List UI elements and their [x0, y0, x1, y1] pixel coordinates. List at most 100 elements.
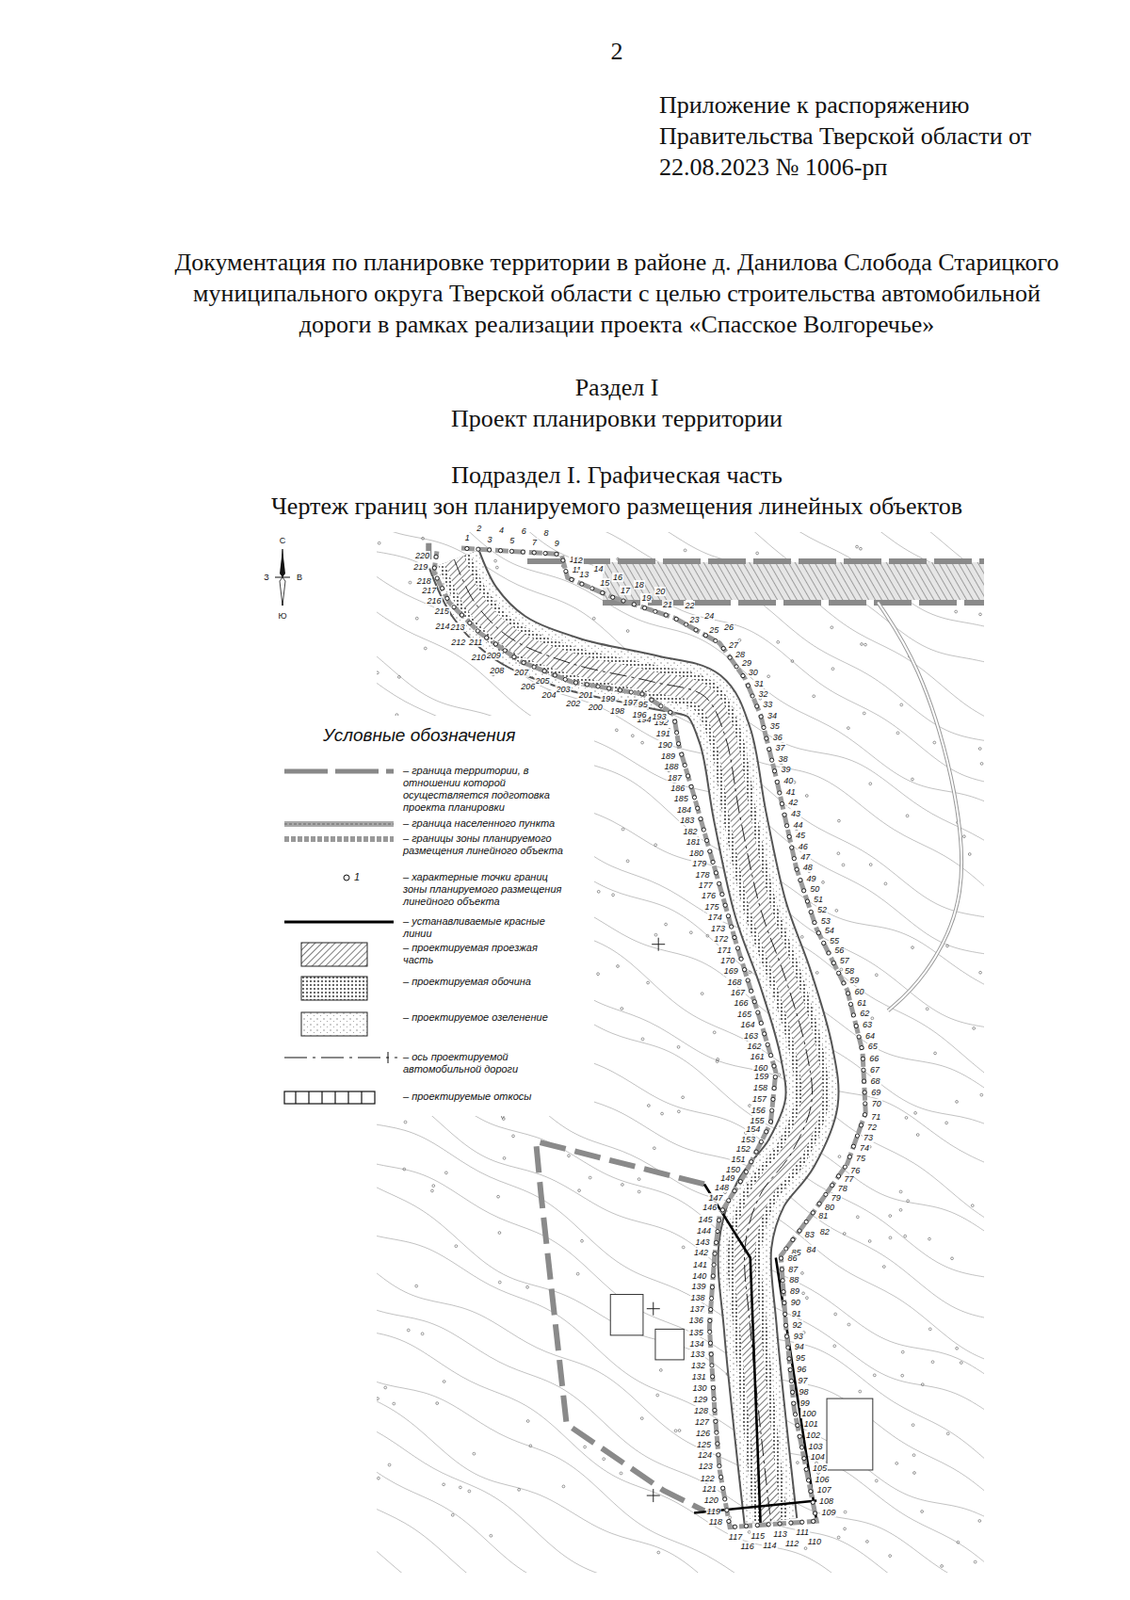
- point-marker: [727, 655, 732, 660]
- point-marker: [732, 935, 737, 939]
- survey-dot: [678, 1429, 681, 1433]
- survey-dot: [978, 1519, 982, 1523]
- survey-dot: [621, 827, 625, 831]
- point-marker: [782, 1300, 787, 1305]
- contour-line: [376, 1265, 985, 1573]
- survey-dot: [767, 675, 771, 678]
- survey-dot: [946, 944, 950, 948]
- point-number: 158: [752, 1082, 769, 1093]
- point-number: 154: [744, 1124, 761, 1134]
- territory-boundary: [535, 1141, 705, 1511]
- point-number: 16: [612, 572, 624, 582]
- survey-dot: [494, 559, 498, 563]
- survey-dot: [700, 992, 704, 996]
- point-marker: [590, 586, 595, 591]
- point-marker: [780, 1278, 785, 1283]
- point-marker: [773, 1075, 777, 1080]
- survey-dot: [904, 1234, 907, 1238]
- point-marker: [766, 1522, 771, 1527]
- survey-dot: [657, 1550, 661, 1554]
- point-number: 120: [703, 1495, 720, 1505]
- point-number: 166: [732, 998, 749, 1008]
- point-marker: [791, 1237, 795, 1242]
- swatch-fill: [301, 976, 368, 1001]
- point-marker: [659, 704, 663, 709]
- point-marker: [708, 1318, 712, 1323]
- point-number: 209: [485, 650, 502, 661]
- survey-dot: [980, 762, 984, 766]
- contour-line: [376, 1543, 985, 1573]
- point-marker: [713, 1419, 718, 1423]
- swatch-tick: [360, 1091, 362, 1104]
- swatch-line: [284, 920, 394, 924]
- point-number: 179: [691, 858, 708, 869]
- survey-dot: [920, 1510, 924, 1514]
- point-marker: [858, 1123, 863, 1128]
- point-number: 178: [694, 870, 711, 880]
- survey-dot: [659, 1369, 662, 1373]
- point-marker: [673, 719, 678, 724]
- point-marker: [806, 1478, 810, 1483]
- point-number: 39: [779, 764, 791, 775]
- point-number: 198: [609, 706, 626, 716]
- point-number: 115: [750, 1531, 766, 1541]
- point-number: 125: [695, 1439, 712, 1450]
- point-number: 47: [799, 852, 811, 862]
- point-number: 54: [823, 925, 836, 936]
- point-marker: [808, 1489, 813, 1494]
- survey-dot: [619, 1471, 623, 1475]
- point-number: 42: [787, 797, 799, 808]
- survey-dot: [847, 1323, 851, 1326]
- point-marker: [708, 1329, 712, 1334]
- point-marker: [718, 1474, 723, 1479]
- survey-dot: [804, 1547, 808, 1550]
- survey-dot: [928, 1327, 932, 1331]
- survey-dot: [928, 1237, 932, 1241]
- survey-dot: [916, 1133, 920, 1137]
- survey-dot: [968, 853, 971, 856]
- point-number: 93: [792, 1331, 805, 1341]
- survey-dot: [620, 1007, 624, 1011]
- point-marker: [817, 1201, 822, 1206]
- survey-dot: [403, 1120, 407, 1124]
- survey-dot: [432, 1184, 436, 1188]
- point-number: 190: [657, 740, 674, 750]
- point-number: 111: [794, 1527, 810, 1537]
- point-number: 98: [798, 1387, 810, 1397]
- point-number: 38: [777, 754, 790, 764]
- point-number: 95: [794, 1353, 807, 1363]
- survey-dot: [972, 1027, 976, 1031]
- contour-line: [376, 1396, 985, 1573]
- point-number: 20: [654, 586, 666, 597]
- point-number: 24: [703, 611, 715, 621]
- point-marker: [841, 981, 846, 985]
- point-marker: [710, 1274, 715, 1278]
- survey-dot: [906, 1199, 910, 1203]
- point-marker: [802, 1456, 807, 1461]
- survey-dot: [748, 970, 752, 974]
- point-marker: [569, 577, 574, 582]
- survey-dot: [833, 1344, 837, 1348]
- section-heading: Проект планировки территории: [451, 404, 783, 434]
- legend-swatch: [282, 1011, 400, 1038]
- point-number: 94: [793, 1341, 806, 1352]
- survey-dot: [592, 616, 596, 620]
- legend-text: – граница территории, в отношении которо…: [403, 764, 565, 814]
- point-marker: [812, 920, 817, 925]
- point-marker: [761, 725, 766, 729]
- legend-text: – граница населенного пункта: [403, 817, 565, 830]
- point-marker: [703, 633, 708, 638]
- survey-dot: [831, 667, 835, 671]
- point-number: 145: [697, 1214, 714, 1225]
- point-number: 181: [685, 837, 702, 847]
- survey-dot: [945, 1121, 949, 1125]
- point-number: 5: [508, 535, 516, 546]
- point-number: 31: [753, 678, 765, 689]
- point-number: 80: [823, 1202, 836, 1212]
- point-marker: [785, 1334, 790, 1339]
- survey-dot: [868, 1240, 872, 1243]
- point-marker: [792, 1412, 797, 1417]
- building: [655, 1328, 684, 1360]
- point-marker: [784, 1246, 789, 1251]
- point-number: 218: [416, 576, 433, 586]
